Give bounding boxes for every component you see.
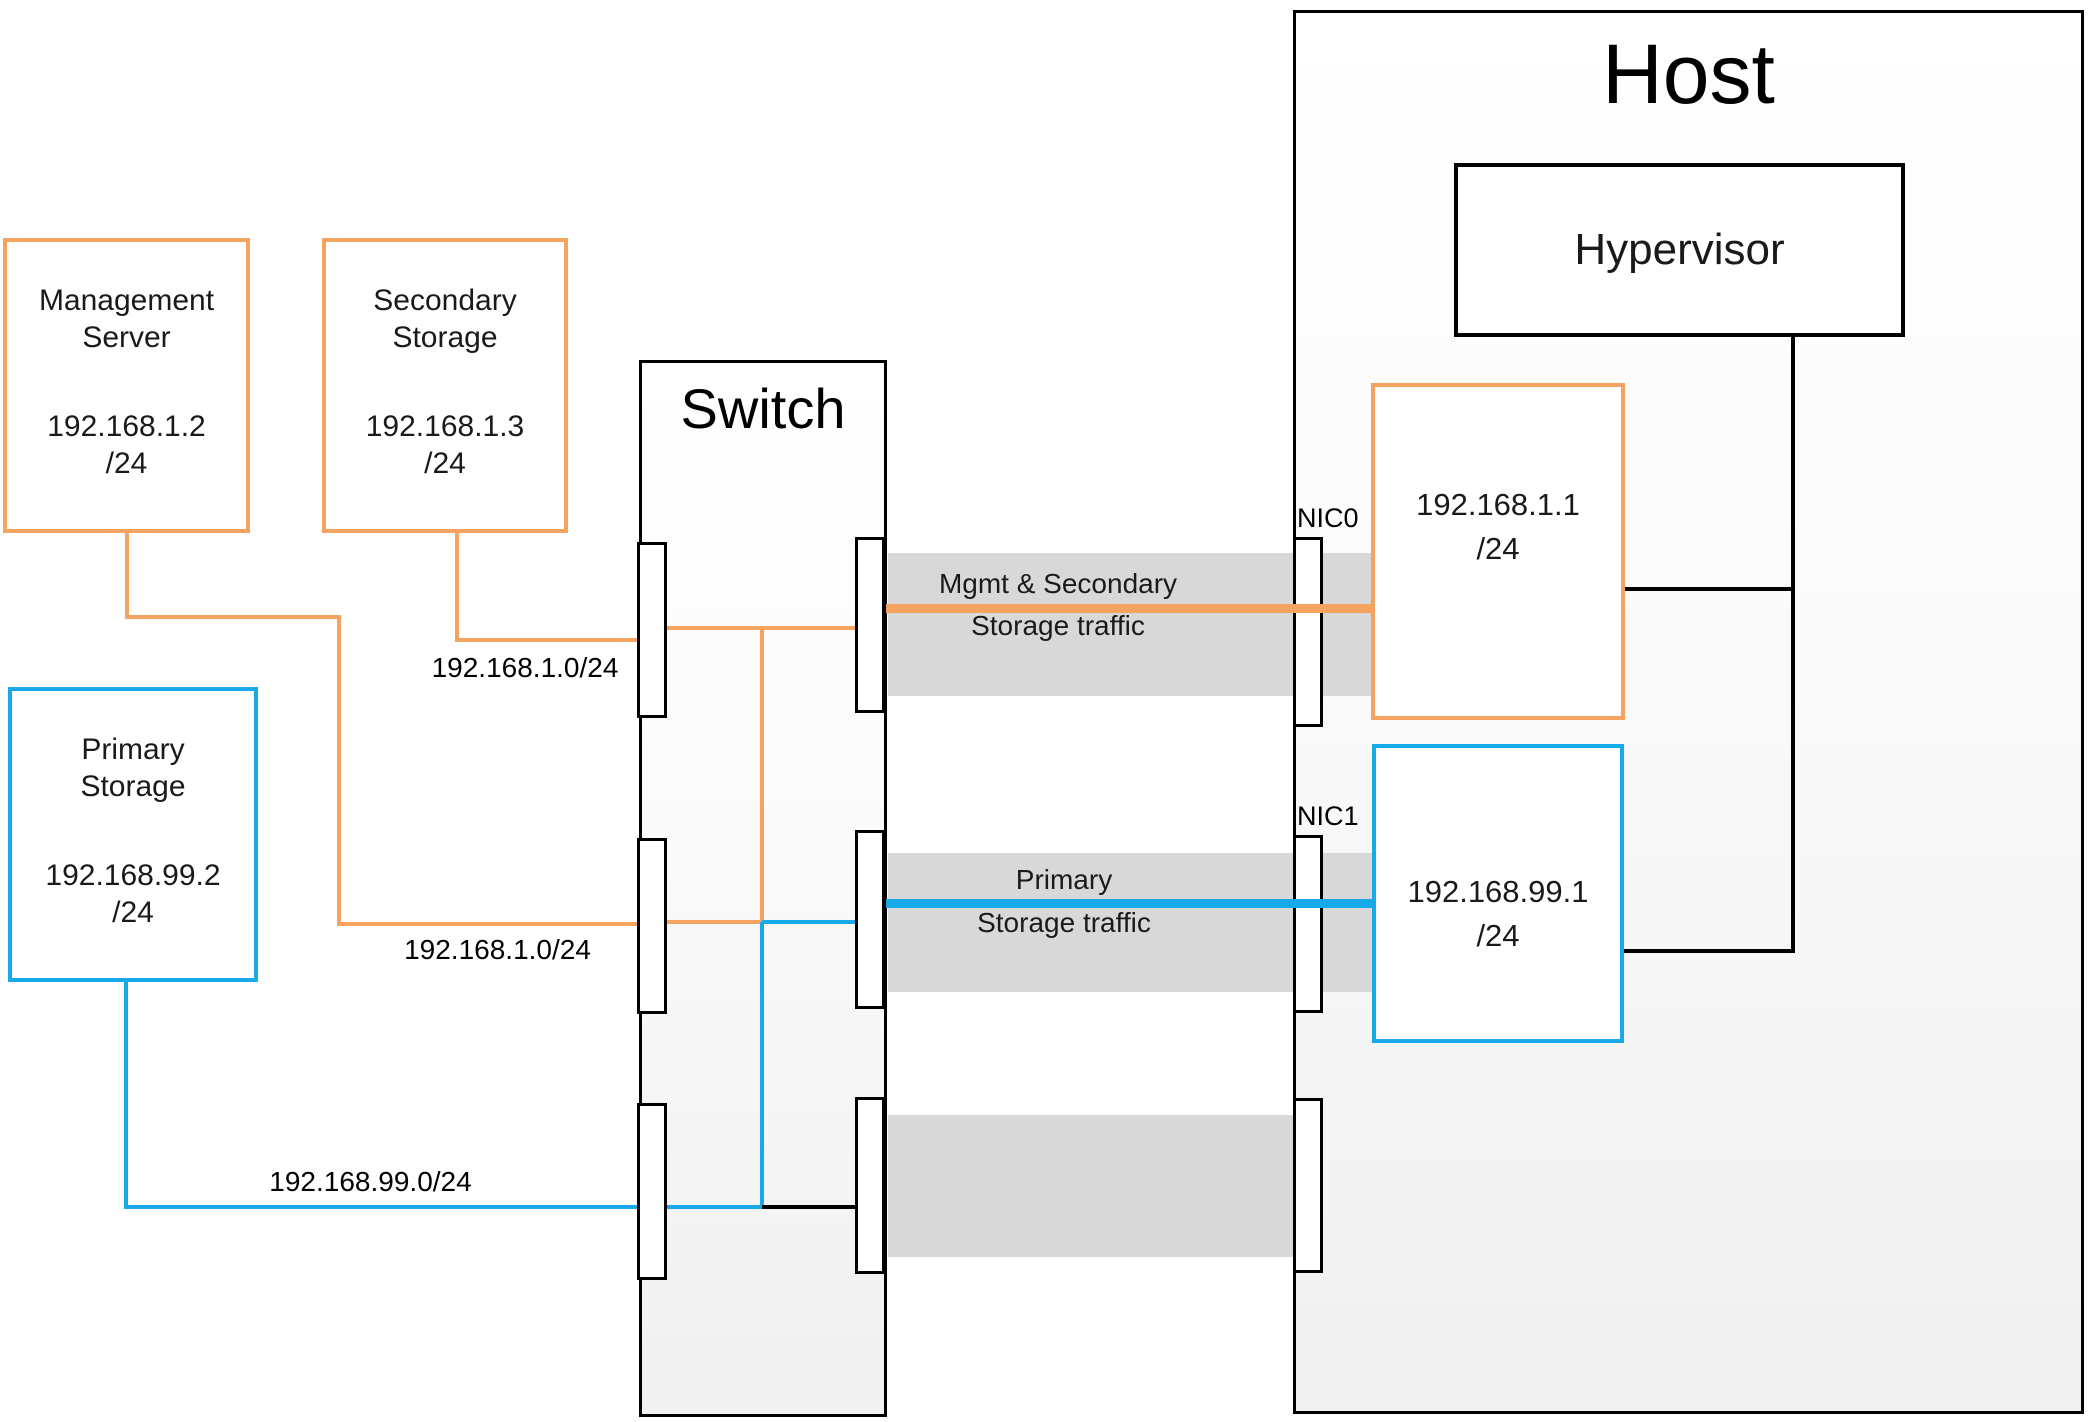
primary-storage-box: Primary Storage 192.168.99.2 /24 [8,687,258,982]
host-port-nic0 [1293,537,1323,727]
secondary-link-segment-v [455,533,459,642]
switch-internal-blue-h-mid [762,920,858,924]
switch-internal-orange-h-mid [667,920,762,924]
primary-traffic-label-line2: Storage traffic [977,907,1151,938]
host-title: Host [1602,27,1775,121]
secondary-storage-box: Secondary Storage 192.168.1.3 /24 [322,238,568,533]
switch-port-left-3 [637,1103,667,1280]
nic1-cidr: /24 [1476,917,1520,953]
hypervisor-connector-v [1791,337,1795,953]
mgmt-traffic-label-line1: Mgmt & Secondary [938,568,1178,599]
switch-internal-orange-v [760,626,764,924]
management-server-ip: 192.168.1.2 [47,410,206,443]
mgmt-link-segment-h1 [125,615,341,619]
secondary-subnet-label: 192.168.1.0/24 [431,652,619,683]
nic1-box: 192.168.99.1 /24 [1372,744,1624,1043]
primary-link-segment-v [124,982,128,1209]
nic0-cidr: /24 [1476,530,1520,566]
hypervisor-box: Hypervisor [1454,163,1905,337]
mgmt-traffic-band [888,553,1371,696]
mgmt-link-segment-v1 [125,533,129,619]
mgmt-traffic-line [886,604,1373,613]
nic1-port-label: NIC1 [1297,801,1359,831]
primary-traffic-label-line1: Primary [1015,864,1113,895]
host-port-nic1 [1293,835,1323,1013]
primary-storage-name: Primary Storage [80,733,186,803]
mgmt-link-segment-h2 [337,922,640,926]
management-server-box: Management Server 192.168.1.2 /24 [3,238,250,533]
nic0-ip: 192.168.1.1 [1416,486,1580,522]
mgmt-traffic-label-line2: Storage traffic [971,610,1145,641]
nic0-box: 192.168.1.1 /24 [1371,383,1625,720]
switch-port-left-1 [637,542,667,718]
switch-internal-black-h-bottom [762,1205,858,1209]
nic1-connector-h [1624,949,1795,953]
mgmt-link-segment-v2 [337,615,341,926]
switch-port-left-2 [637,838,667,1014]
switch-port-right-2 [855,830,885,1009]
management-server-cidr: /24 [105,447,148,480]
nic0-port-label: NIC0 [1297,503,1359,533]
primary-storage-cidr: /24 [112,896,154,929]
switch-port-right-1 [855,537,885,713]
management-server-name: Management Server [38,284,215,354]
secondary-storage-ip: 192.168.1.3 [365,410,525,443]
switch-port-right-3 [855,1097,885,1274]
secondary-storage-cidr: /24 [424,447,466,480]
primary-traffic-band [888,853,1372,992]
unused-traffic-band [888,1115,1293,1257]
management-subnet-label: 192.168.1.0/24 [404,934,591,965]
primary-subnet-label: 192.168.99.0/24 [269,1166,472,1197]
primary-storage-ip: 192.168.99.2 [45,859,221,892]
secondary-storage-name: Secondary Storage [373,284,517,354]
switch-internal-blue-v [760,922,764,1209]
switch-title: Switch [680,377,846,440]
nic0-connector-h [1625,587,1795,591]
hypervisor-label: Hypervisor [1574,225,1785,274]
primary-traffic-line [886,899,1374,908]
secondary-link-segment-h [455,638,640,642]
nic1-ip: 192.168.99.1 [1407,873,1589,909]
primary-link-segment-h [124,1205,764,1209]
host-port-unused [1293,1098,1323,1273]
